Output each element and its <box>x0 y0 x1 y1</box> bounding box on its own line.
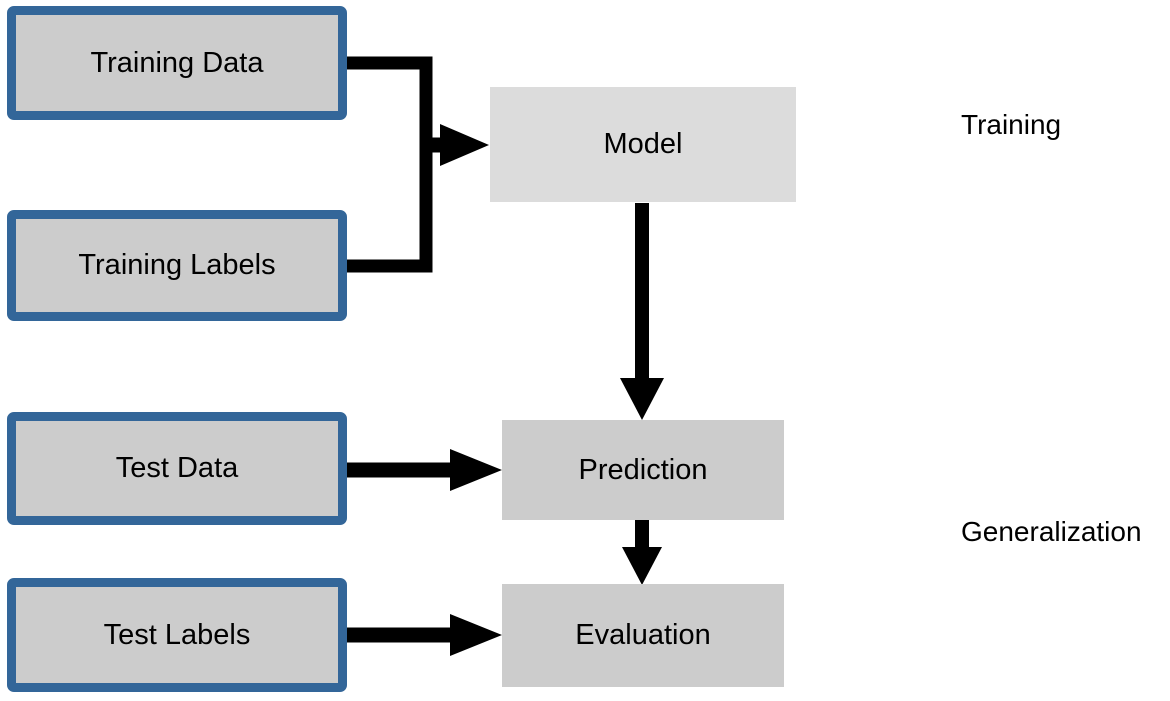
arrow-training-labels-to-model <box>342 153 433 273</box>
node-prediction-label: Prediction <box>578 453 708 486</box>
node-prediction[interactable]: Prediction <box>502 420 784 520</box>
arrow-prediction-to-evaluation <box>622 520 662 585</box>
node-test-labels-label: Test Labels <box>103 618 251 651</box>
arrow-training-data-to-model <box>342 56 433 153</box>
caption-generalization: Generalization <box>961 516 1142 547</box>
node-evaluation[interactable]: Evaluation <box>502 584 784 687</box>
node-test-data[interactable]: Test Data <box>7 412 347 525</box>
node-test-data-label: Test Data <box>115 452 239 484</box>
node-model[interactable]: Model <box>490 87 796 202</box>
node-test-labels[interactable]: Test Labels <box>7 578 347 692</box>
arrow-test-labels-to-evaluation <box>342 614 502 656</box>
arrow-test-data-to-prediction <box>342 449 502 491</box>
arrow-model-to-prediction <box>620 203 664 420</box>
node-training-data-label: Training Data <box>90 46 264 79</box>
node-model-label: Model <box>603 128 683 160</box>
node-training-data[interactable]: Training Data <box>7 6 347 120</box>
node-evaluation-label: Evaluation <box>575 619 711 651</box>
caption-training: Training <box>961 109 1062 140</box>
arrow-junction-to-model <box>420 124 489 166</box>
node-training-labels-label: Training Labels <box>78 249 276 281</box>
node-training-labels[interactable]: Training Labels <box>7 210 347 321</box>
